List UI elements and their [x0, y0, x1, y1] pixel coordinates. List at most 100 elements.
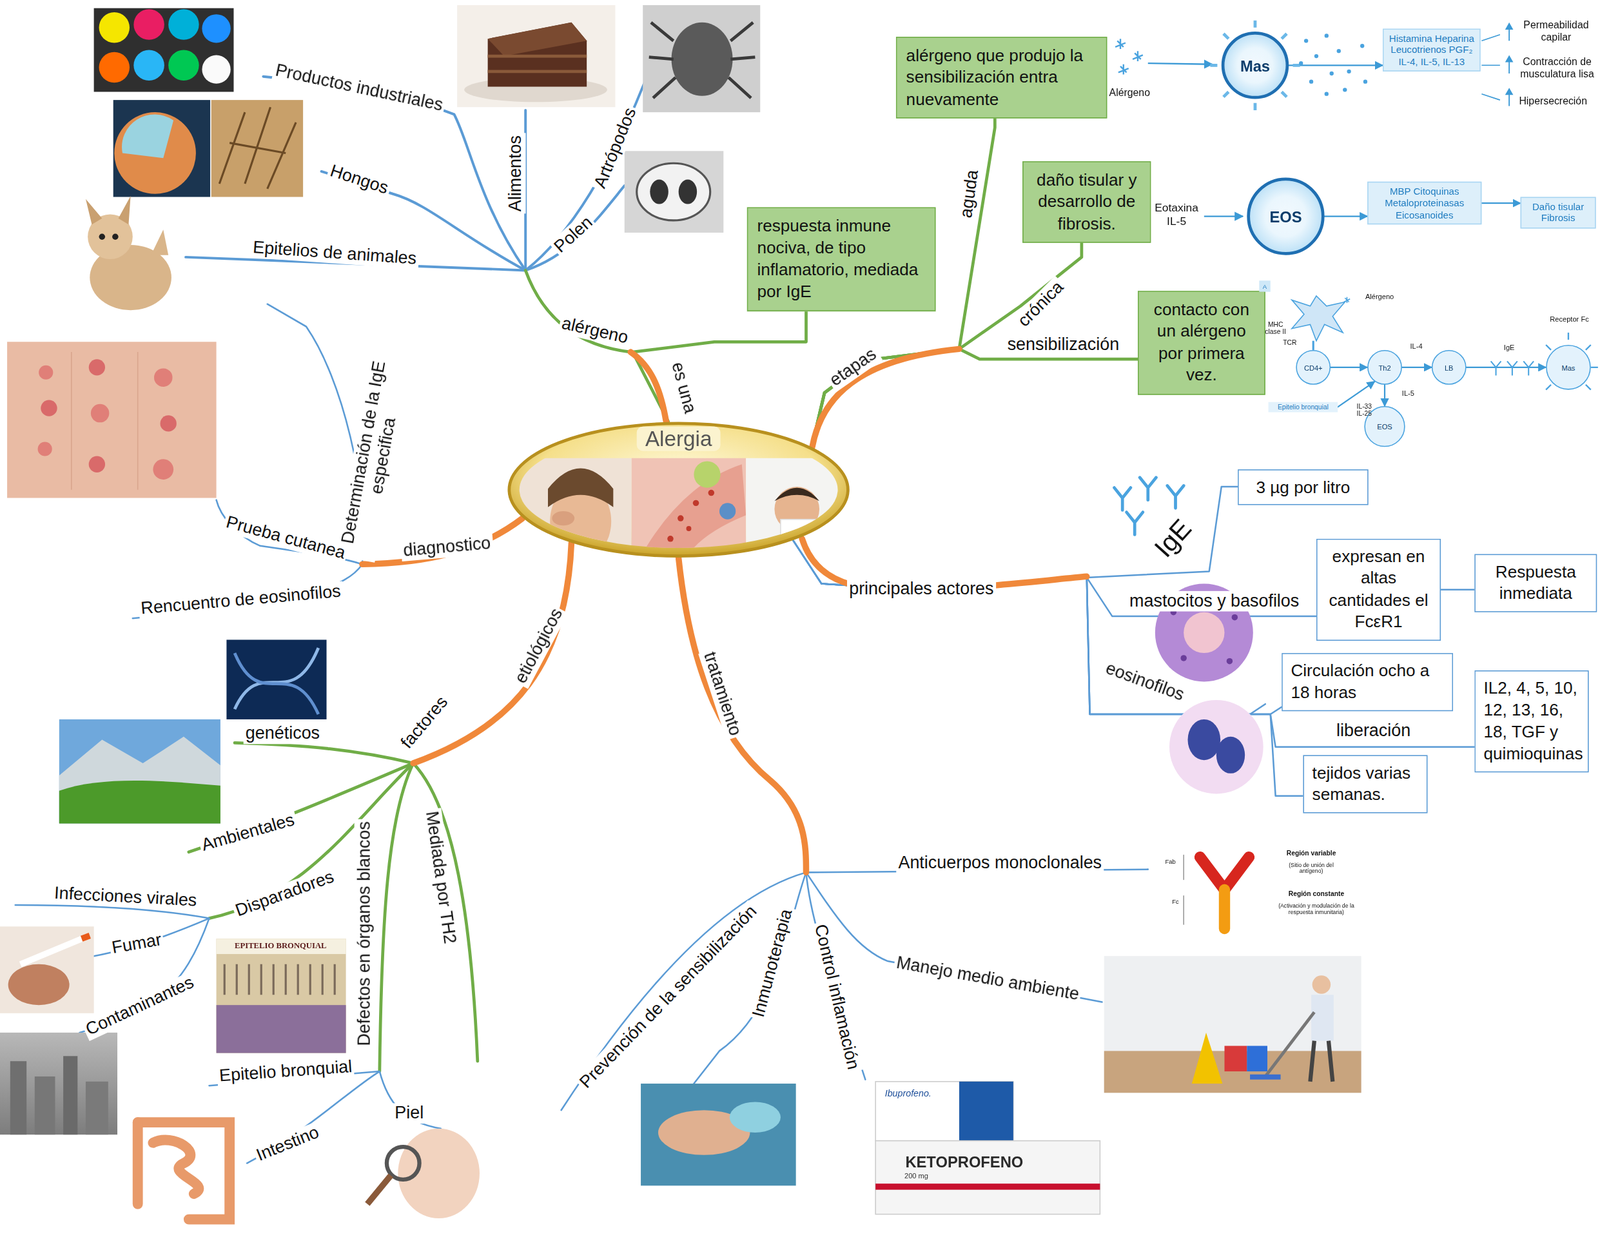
mast-cell-degranulation-figure	[1298, 33, 1368, 97]
branch-label: alérgeno	[557, 312, 632, 349]
cake-photo	[487, 22, 588, 57]
branch-line	[379, 763, 414, 1072]
paint-photo	[133, 50, 164, 81]
branch-label: Fumar	[108, 929, 166, 959]
node-text: Mas	[1561, 363, 1575, 371]
node-text: expresan en altas cantidades el FcεR1	[1325, 546, 1432, 634]
cleaning-photo	[1246, 1045, 1268, 1072]
mast-cell-degranulation-figure	[1309, 79, 1314, 84]
branch-label: Ambientales	[197, 809, 299, 856]
ellipse-shape	[708, 489, 715, 496]
landscape-photo	[59, 780, 221, 824]
branch-label: Mediada por TH2	[421, 807, 461, 947]
skin-test-photo	[7, 341, 216, 498]
eosinophil-photo	[1169, 700, 1264, 795]
branch-label: Disparadores	[230, 866, 339, 922]
branch-label: IL-4	[1407, 342, 1425, 352]
cigarette-photo	[0, 926, 95, 1014]
cell-circle: LB	[1431, 350, 1467, 385]
branch-line	[188, 270, 631, 1072]
branch-label: Hongos	[325, 160, 393, 200]
mast-cell-photo	[1231, 614, 1238, 621]
info-box: 3 µg por litro	[1237, 469, 1369, 506]
pollen-photo	[624, 150, 724, 233]
branch-label: Ibuprofeno.	[883, 1088, 934, 1100]
node-text: Histamina Heparina Leucotrienos PGF₂ IL-…	[1386, 32, 1477, 68]
medicine-box-photo	[875, 1141, 1100, 1215]
node-text: LB	[1444, 363, 1454, 371]
ellipse-shape	[517, 458, 849, 559]
cake-photo	[457, 5, 615, 108]
branch-label: (Activación y modulación de la respuesta…	[1272, 902, 1361, 916]
mast-cell-degranulation-figure	[1304, 38, 1308, 43]
bronchial-epithelium-photo	[216, 1004, 347, 1053]
connector	[632, 310, 806, 421]
branch-label: sensibilización	[1004, 335, 1122, 356]
connector	[1440, 588, 1475, 591]
info-box: expresan en altas cantidades el FcεR1	[1316, 538, 1441, 641]
dna-photo	[234, 647, 319, 710]
paint-photo	[99, 52, 130, 83]
sensitization-figure	[1491, 360, 1534, 376]
cake-photo	[457, 5, 615, 108]
smog-photo	[85, 1081, 109, 1135]
branch-label: Alérgeno	[1363, 292, 1397, 302]
cleaning-photo	[1309, 1041, 1333, 1082]
sensitization-figure	[1344, 297, 1350, 303]
dog-photo	[112, 233, 118, 240]
branch-label: Contracción de musculatura lisa	[1514, 55, 1600, 79]
trunk-line	[678, 558, 807, 873]
branch-label: Inmunoterapia	[747, 905, 797, 1022]
connector	[1481, 202, 1521, 204]
cigarette-photo	[8, 964, 70, 1005]
branch-label: Rencuentro de eosinofilos	[137, 581, 344, 619]
ellipse-shape	[639, 464, 746, 559]
stage-box: alérgeno que produjo la sensibilización …	[896, 36, 1108, 119]
node-text: A	[1262, 282, 1267, 289]
mediator-box: Histamina Heparina Leucotrienos PGF₂ IL-…	[1382, 28, 1481, 72]
ellipse-shape	[774, 487, 820, 502]
branch-label: tratamiento	[698, 647, 746, 741]
smog-photo	[10, 1061, 27, 1135]
branch-label: Contaminantes	[80, 971, 199, 1041]
branch-line	[234, 742, 414, 764]
ellipse-shape	[517, 458, 632, 559]
node-text: Respuesta inmediata	[1483, 561, 1588, 606]
branch-label: Alérgeno	[1106, 87, 1152, 99]
sensitization-figure	[1291, 295, 1345, 342]
stage-box: daño tisular y desarrollo de fibrosis.	[1022, 161, 1151, 244]
node-text: Th2	[1378, 363, 1391, 371]
mite-photo	[642, 5, 761, 113]
dog-photo	[150, 229, 169, 256]
branch-label: Región constante	[1286, 890, 1347, 898]
fungus-photo	[219, 107, 296, 189]
node-text: IL2, 4, 5, 10, 12, 13, 16, 18, TGF y qui…	[1483, 677, 1581, 766]
skin-test-photo	[71, 351, 138, 490]
branch-label: Polen	[548, 210, 599, 258]
paint-photo	[201, 54, 231, 84]
branch-label: 200 mg	[902, 1172, 931, 1181]
branch-label: Receptor Fc	[1547, 315, 1591, 324]
cleaning-photo	[1265, 1012, 1315, 1077]
mast-cell-degranulation-figure	[1346, 69, 1351, 74]
paint-photo	[168, 50, 199, 81]
cell-circle: EOS	[1246, 177, 1325, 255]
connector	[1288, 64, 1383, 66]
cigarette-photo	[20, 936, 88, 965]
antibody-diagram	[1182, 854, 1185, 925]
mast-cell-photo	[1180, 654, 1187, 661]
ellipse-shape	[693, 460, 721, 488]
branch-label: Eotaxina IL-5	[1148, 201, 1206, 227]
mast-cell-degranulation-figure	[1298, 61, 1303, 66]
ellipse-shape	[547, 468, 614, 508]
mast-cell-degranulation-figure	[1481, 34, 1500, 100]
skin-test-photo	[88, 359, 106, 376]
pollen-photo	[624, 150, 724, 233]
cell-circle: Mas	[1221, 31, 1289, 99]
medicine-box-photo	[875, 1081, 1100, 1215]
eosinophil-photo	[1216, 736, 1245, 774]
effect-box: Daño tisular Fibrosis	[1520, 197, 1597, 229]
branch-label: KETOPROFENO	[903, 1153, 1025, 1171]
ellipse-shape	[780, 519, 816, 541]
